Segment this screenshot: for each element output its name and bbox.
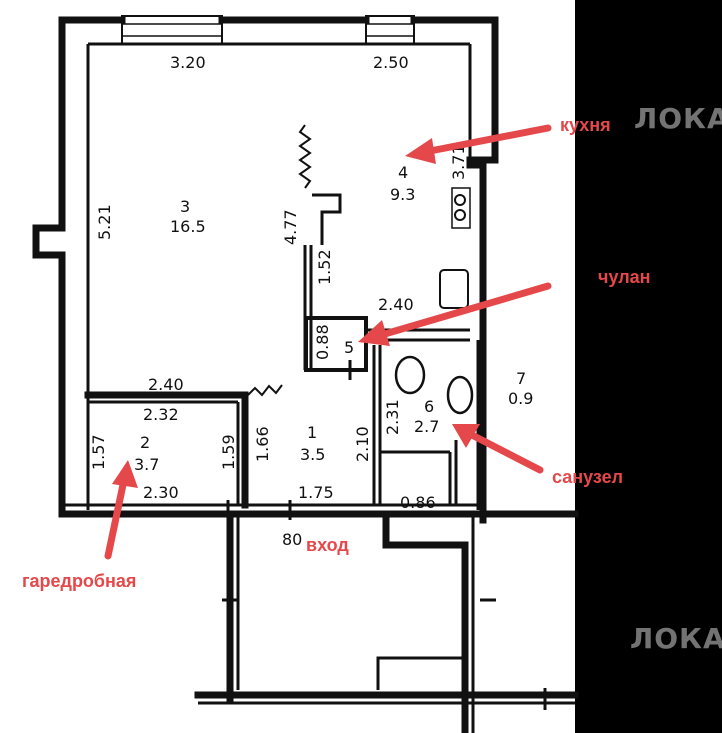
stove-burner-icon bbox=[454, 209, 466, 221]
dim-top-left: 3.20 bbox=[170, 53, 206, 72]
dim-closet-vertical: 1.52 bbox=[315, 249, 334, 285]
dim-top-right: 2.50 bbox=[373, 53, 409, 72]
dim-hall-left: 1.66 bbox=[253, 426, 272, 462]
dim-door-width: 80 bbox=[282, 530, 302, 549]
room-number: 2 bbox=[140, 433, 150, 452]
annotation-arrows bbox=[104, 124, 552, 560]
room-area: 9.3 bbox=[390, 185, 415, 204]
arrow-closet bbox=[358, 282, 552, 346]
dim-hall-bottom: 1.75 bbox=[298, 483, 334, 502]
partition-hatch bbox=[298, 124, 312, 189]
dim-partition-vertical: 4.77 bbox=[281, 209, 300, 245]
room-area: 16.5 bbox=[170, 217, 206, 236]
label-entrance: вход bbox=[306, 535, 349, 555]
dim-wardrobe-bottom: 2.30 bbox=[143, 483, 179, 502]
room-number: 7 bbox=[516, 369, 526, 388]
stove-burner-icon bbox=[454, 194, 466, 206]
room-labels: 3 16.5 4 9.3 5 2 3.7 1 3.5 6 2.7 7 0.9 bbox=[134, 163, 533, 474]
watermark: ЛОКА bbox=[630, 622, 722, 655]
room-number: 5 bbox=[344, 338, 354, 357]
label-wardrobe: гаредробная bbox=[22, 571, 136, 591]
dim-kitchen-right: 3.71 bbox=[449, 144, 468, 180]
room-area: 3.7 bbox=[134, 455, 159, 474]
dim-wardrobe-left: 1.57 bbox=[89, 434, 108, 470]
arrow-bathroom bbox=[452, 424, 544, 474]
room-area: 2.7 bbox=[414, 417, 439, 436]
room-number: 6 bbox=[424, 397, 434, 416]
door-swing-hatch bbox=[247, 384, 283, 397]
annotation-labels: кухня чулан санузел гаредробная вход bbox=[22, 115, 651, 591]
dim-wardrobe-top-inner: 2.32 bbox=[143, 405, 179, 424]
room-number: 3 bbox=[180, 197, 190, 216]
room-area: 0.9 bbox=[508, 389, 533, 408]
toilet-icon bbox=[394, 355, 426, 395]
label-closet: чулан bbox=[598, 267, 651, 287]
dim-wardrobe-top-outer: 2.40 bbox=[148, 375, 184, 394]
dim-closet-top: 2.40 bbox=[378, 295, 414, 314]
dim-bath-left: 2.31 bbox=[383, 399, 402, 435]
dim-wardrobe-right: 1.59 bbox=[219, 434, 238, 470]
dim-hall-right: 2.10 bbox=[353, 426, 372, 462]
room-number: 1 bbox=[307, 423, 317, 442]
stove-icon bbox=[451, 187, 471, 229]
label-kitchen: кухня bbox=[560, 115, 611, 135]
arrow-wardrobe bbox=[104, 460, 138, 560]
label-bathroom: санузел bbox=[552, 467, 623, 487]
dim-left-wall: 5.21 bbox=[95, 204, 114, 240]
arrow-kitchen bbox=[405, 124, 552, 164]
room-number: 4 bbox=[398, 163, 408, 182]
dim-closet-small: 0.88 bbox=[313, 324, 332, 360]
dimension-labels: 3.20 2.50 5.21 3.71 4.77 1.52 2.40 0.88 … bbox=[89, 53, 468, 549]
sink-icon bbox=[439, 269, 469, 309]
room-area: 3.5 bbox=[300, 445, 325, 464]
washbasin-icon bbox=[446, 375, 474, 415]
paper-background bbox=[0, 0, 575, 733]
watermark: ЛОКА bbox=[634, 102, 722, 135]
dim-bath-bottom: 0.86 bbox=[400, 493, 436, 512]
